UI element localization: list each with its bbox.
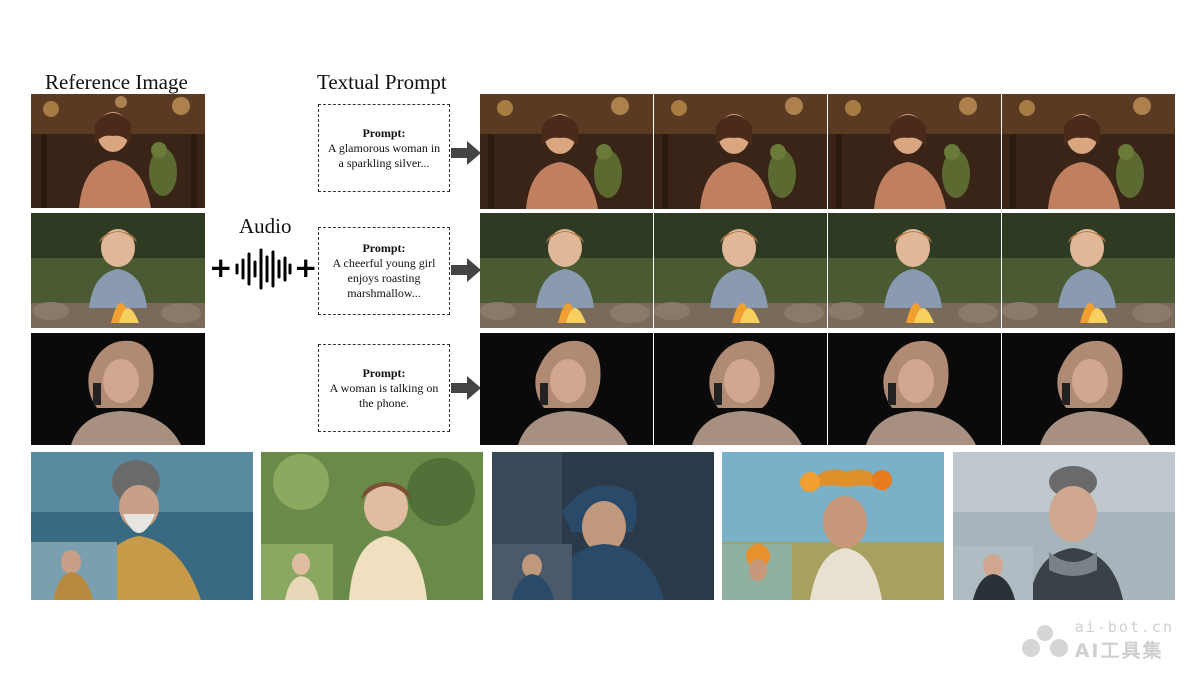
output-frames-row-3 [480,333,1175,445]
output-frames-row-2 [480,213,1175,328]
reference-image-heading: Reference Image [45,70,188,94]
gallery-image-fisherman [31,452,253,600]
audio-heading: Audio [239,214,292,238]
plus-icon-right: + [294,251,318,284]
prompt-title: Prompt: [362,241,406,255]
arrow-right-icon [451,141,481,165]
prompt-title: Prompt: [362,365,406,380]
prompt-text: A glamorous woman in a sparkling silver.… [327,140,441,170]
prompt-box-2: Prompt: A cheerful young girl enjoys roa… [318,227,450,315]
prompt-title: Prompt: [362,125,406,140]
audio-waveform-icon [234,248,292,290]
prompt-text: A woman is talking on the phone. [329,380,439,410]
arrow-right-icon [451,376,481,400]
watermark-logo-icon [1021,624,1068,657]
reference-image-woman-phone [31,333,205,445]
prompt-box-3: Prompt: A woman is talking on the phone. [318,344,450,432]
reference-image-woman-parrot [31,94,205,208]
output-frames-row-1 [480,94,1175,209]
gallery-image-man-rain [492,452,714,600]
gallery-image-girl-flowers [722,452,944,600]
plus-icon-left: + [209,251,233,284]
watermark-brand: AI工具集 [1074,640,1164,662]
prompt-text: A cheerful young girl enjoys roasting ma… [332,256,436,300]
textual-prompt-heading: Textual Prompt [317,70,447,94]
reference-image-girl-campfire [31,213,205,328]
watermark-url: ai-bot.cn [1074,618,1174,636]
arrow-right-icon [451,258,481,282]
gallery-image-man-snow [953,452,1175,600]
prompt-box-1: Prompt: A glamorous woman in a sparkling… [318,104,450,192]
watermark: ai-bot.cn AI工具集 [1021,618,1174,663]
gallery-image-girl-reading [261,452,483,600]
